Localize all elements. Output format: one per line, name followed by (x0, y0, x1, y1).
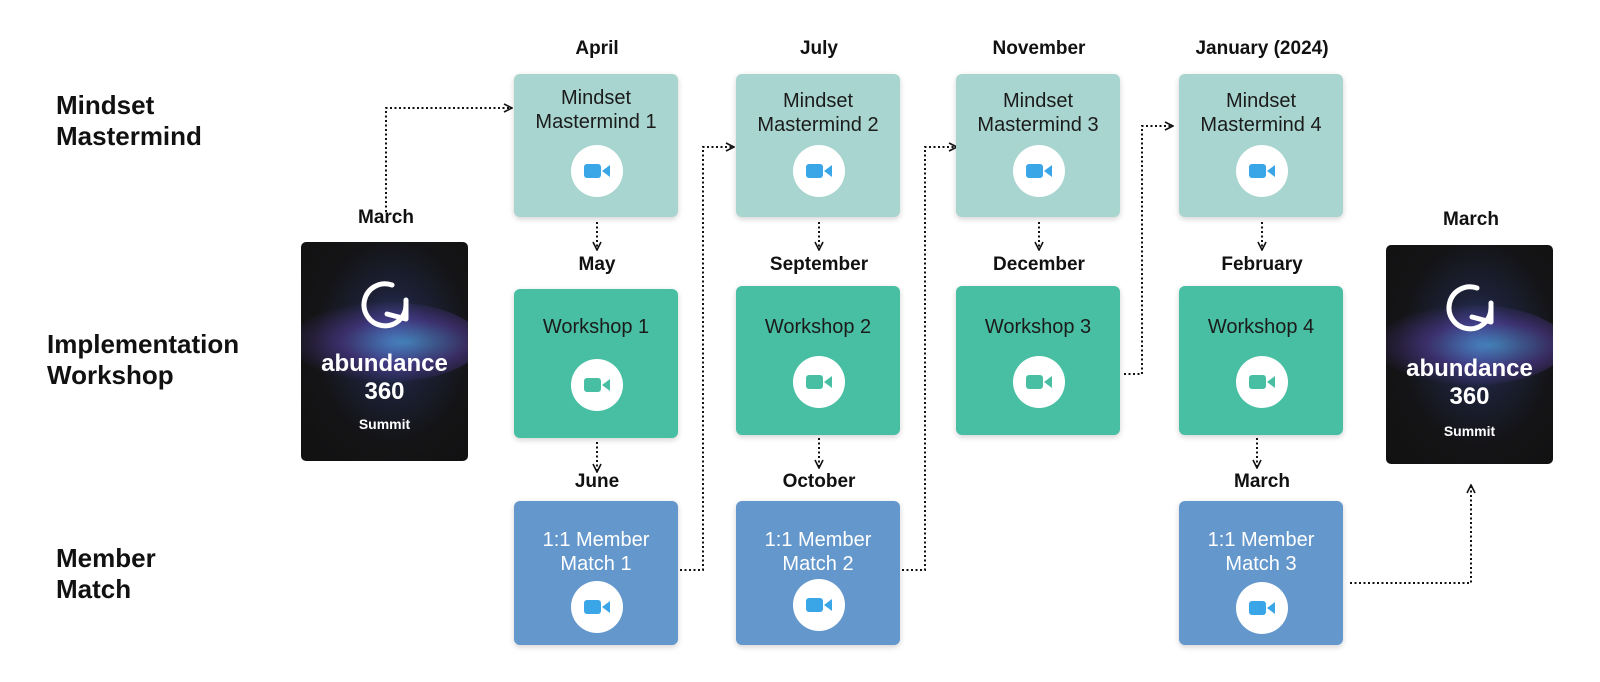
summit-brand: abundance 360 (321, 350, 448, 405)
month-label: September (769, 254, 869, 275)
video-camera-icon (793, 356, 845, 408)
row-label-implementation-workshop: Implementation Workshop (47, 329, 240, 390)
summit-card-end: abundance 360 Summit (1386, 245, 1553, 464)
month-label: January (2024) (1195, 38, 1329, 59)
card-title: Workshop 2 (764, 316, 872, 338)
video-camera-icon (1236, 356, 1288, 408)
member-match-card-3: 1:1 Member Match 3 (1179, 501, 1343, 645)
card-title: 1:1 Member Match 2 (764, 529, 872, 575)
video-camera-icon (571, 145, 623, 197)
connector-summit-to-mastermind1 (385, 108, 512, 212)
row-label-member-match: Member Match (56, 543, 156, 604)
video-camera-icon (1013, 356, 1065, 408)
video-camera-icon (571, 359, 623, 411)
card-title: Mindset Mastermind 1 (535, 87, 657, 133)
mastermind-card-3: Mindset Mastermind 3 (956, 74, 1120, 217)
workshop-card-3: Workshop 3 (956, 286, 1120, 435)
month-label: April (575, 38, 619, 59)
month-label: June (574, 471, 620, 492)
month-label: November (992, 38, 1086, 59)
summit-brand: abundance 360 (1406, 355, 1533, 410)
member-match-card-1: 1:1 Member Match 1 (514, 501, 678, 645)
member-match-card-2: 1:1 Member Match 2 (736, 501, 900, 645)
month-label: February (1221, 254, 1303, 275)
month-label: December (993, 254, 1085, 275)
workshop-card-1: Workshop 1 (514, 289, 678, 438)
card-title: Mindset Mastermind 3 (977, 90, 1099, 136)
video-camera-icon (793, 579, 845, 631)
workshop-card-4: Workshop 4 (1179, 286, 1343, 435)
month-label: May (578, 254, 616, 275)
video-camera-icon (1013, 145, 1065, 197)
summit-card-start: abundance 360 Summit (301, 242, 468, 461)
workshop-card-2: Workshop 2 (736, 286, 900, 435)
refresh-arrow-icon (1446, 284, 1494, 332)
card-title: Workshop 3 (984, 316, 1092, 338)
refresh-arrow-icon (361, 281, 409, 329)
video-camera-icon (793, 145, 845, 197)
video-camera-icon (1236, 145, 1288, 197)
month-label: October (782, 471, 856, 492)
connector-match3-to-summit (1350, 485, 1471, 584)
card-title: Workshop 1 (542, 316, 650, 338)
video-camera-icon (571, 581, 623, 633)
card-title: Mindset Mastermind 2 (757, 90, 879, 136)
card-title: 1:1 Member Match 3 (1207, 529, 1315, 575)
summit-event: Summit (358, 416, 411, 432)
mastermind-card-2: Mindset Mastermind 2 (736, 74, 900, 217)
month-label: March (1234, 471, 1290, 492)
mastermind-card-1: Mindset Mastermind 1 (514, 74, 678, 217)
connector-match1-to-mastermind2 (680, 147, 734, 571)
summit-event: Summit (1443, 423, 1496, 439)
connector-match2-to-mastermind3 (902, 147, 957, 571)
month-label: March (1443, 209, 1499, 230)
card-title: Mindset Mastermind 4 (1200, 90, 1322, 136)
connector-workshop3-to-mastermind4 (1124, 126, 1173, 375)
row-label-mindset-mastermind: Mindset Mastermind (56, 90, 202, 151)
month-label: March (358, 207, 414, 228)
month-label: July (799, 38, 839, 59)
video-camera-icon (1236, 582, 1288, 634)
card-title: Workshop 4 (1207, 316, 1315, 338)
mastermind-card-4: Mindset Mastermind 4 (1179, 74, 1343, 217)
card-title: 1:1 Member Match 1 (542, 529, 650, 575)
